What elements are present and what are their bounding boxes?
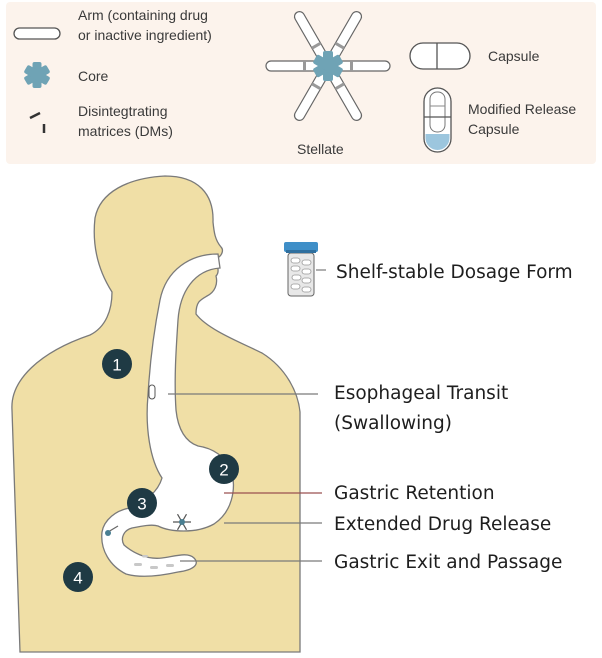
- stomach-stellate-icon: [173, 513, 191, 531]
- legend-mr-line1: Modified Release: [468, 101, 576, 117]
- stage-number-3: 3: [137, 495, 146, 514]
- callout-gastric-exit: Gastric Exit and Passage: [334, 552, 562, 573]
- intestine-fragments: [134, 555, 174, 569]
- digestive-tract: [101, 253, 235, 577]
- stage-number-2: 2: [219, 461, 228, 480]
- stage-marker-3: 3: [127, 488, 157, 518]
- callout-esophageal-line2: (Swallowing): [334, 413, 452, 434]
- callout-shelf-stable: Shelf-stable Dosage Form: [336, 262, 573, 283]
- legend-capsule: Capsule: [488, 48, 540, 64]
- capsule-icon: [409, 42, 471, 70]
- core-icon: [24, 62, 50, 88]
- stage-number-1: 1: [112, 356, 121, 375]
- swallowed-capsule-icon: [148, 384, 156, 400]
- legend-stellate: Stellate: [297, 141, 344, 157]
- dosage-fragment-icon: [105, 525, 119, 536]
- pill-bottle-icon: [284, 242, 318, 297]
- legend-mr-line2: Capsule: [468, 121, 520, 137]
- stage-marker-2: 2: [209, 454, 239, 484]
- legend-arm-line2: or inactive ingredient): [78, 27, 212, 43]
- stage-number-4: 4: [73, 569, 82, 588]
- legend-dm-line1: Disintegtrating: [78, 103, 168, 119]
- callout-gastric-retention: Gastric Retention: [334, 483, 495, 504]
- legend-dm-line2: matrices (DMs): [78, 123, 173, 139]
- modified-release-capsule-icon: [423, 87, 452, 153]
- stage-marker-4: 4: [63, 562, 93, 592]
- legend-arm-line1: Arm (containing drug: [78, 7, 208, 23]
- callout-extended-release: Extended Drug Release: [334, 514, 551, 535]
- arm-icon: [13, 27, 61, 40]
- stellate-icon: [265, 11, 391, 121]
- legend-core: Core: [78, 68, 109, 84]
- disintegrating-matrices-icon: [29, 111, 46, 133]
- stage-marker-1: 1: [102, 349, 132, 379]
- callout-esophageal-line1: Esophageal Transit: [334, 383, 508, 404]
